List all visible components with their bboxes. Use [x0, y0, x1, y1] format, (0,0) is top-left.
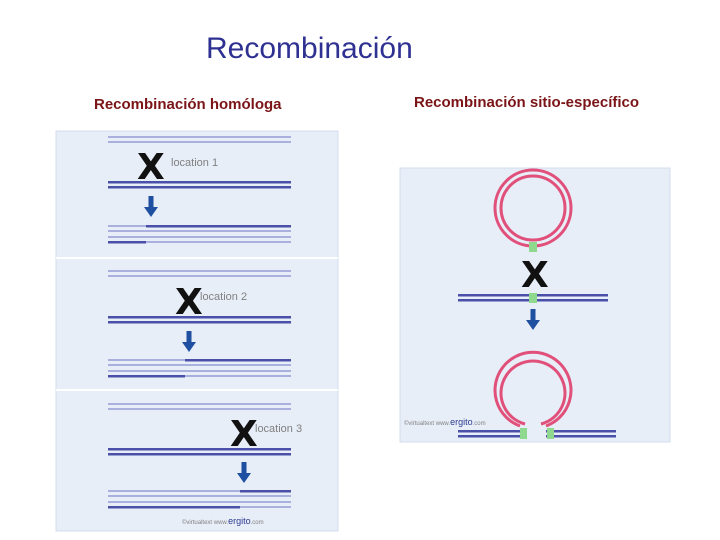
- homologous-panel: X location 1 X location 2: [55, 130, 339, 532]
- location-1-label: location 1: [171, 157, 218, 169]
- page-title: Recombinación: [206, 32, 413, 65]
- location-3-label: location 3: [255, 423, 302, 435]
- circular-dna: [493, 168, 573, 252]
- location-1-section: X location 1: [108, 136, 291, 244]
- left-credit: ©virtualtext www.ergito.com: [182, 516, 264, 526]
- homologous-heading: Recombinación homóloga: [94, 96, 282, 113]
- integrated-dna: [458, 350, 616, 439]
- right-credit: ©virtualtext www.ergito.com: [404, 417, 486, 427]
- site-specific-panel: X ©virtualtext www.ergito.com: [399, 167, 671, 443]
- crossover-x-mark: X: [521, 255, 549, 296]
- location-2-section: X location 2: [108, 270, 291, 378]
- location-2-label: location 2: [200, 291, 247, 303]
- site-specific-heading: Recombinación sitio-específico: [414, 94, 640, 111]
- location-3-section: X location 3: [108, 403, 302, 509]
- recombination-site: [529, 242, 537, 252]
